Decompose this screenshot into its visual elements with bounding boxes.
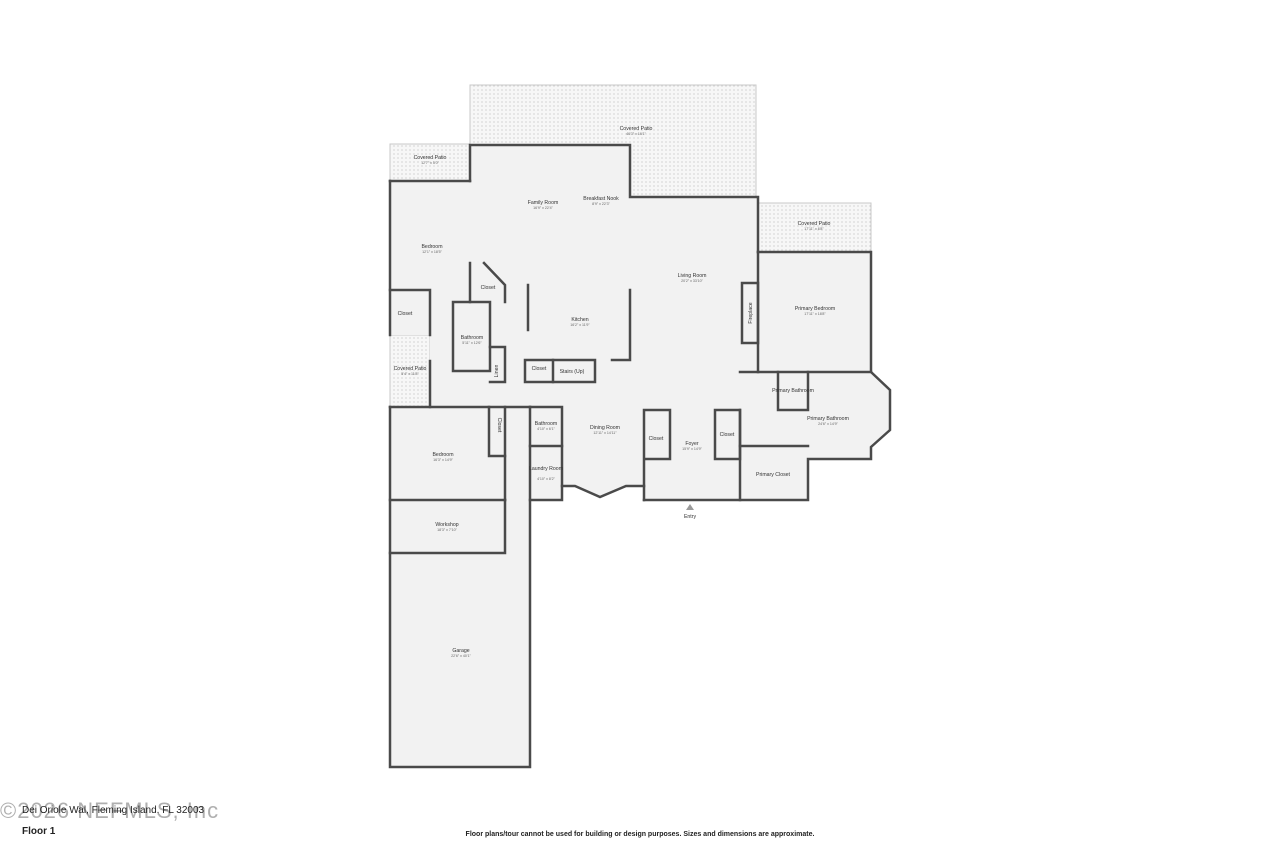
dining-room-dims: 12'11" x 14'11" [593, 431, 617, 435]
covered-patio-left-label: Covered Patio [414, 155, 447, 161]
family-room-dims: 16'9" x 22'4" [533, 206, 553, 210]
dining-room-label: Dining Room [590, 425, 620, 431]
workshop-dims: 18'3" x 7'10" [437, 528, 457, 532]
breakfast-nook-label: Breakfast Nook [583, 196, 619, 202]
disclaimer: Floor plans/tour cannot be used for buil… [465, 831, 815, 838]
garage-label: Garage [452, 648, 469, 654]
covered-patio-left [389, 143, 471, 182]
watermark: ©2026 NEFMLS, Inc [0, 798, 220, 823]
laundry-label: Laundry Room [529, 466, 563, 472]
stairs-label: Stairs (Up) [560, 369, 585, 375]
closet-1-label: Closet [481, 285, 496, 291]
covered-patio-right [757, 202, 872, 253]
room-fills [390, 145, 890, 767]
living-room-label: Living Room [678, 273, 707, 279]
entry-arrow-icon [686, 504, 694, 510]
covered-patio-top-label: Covered Patio [620, 126, 653, 132]
linen-label: Linen [494, 365, 500, 378]
primary-bathroom-label: Primary Bathroom [807, 416, 849, 422]
closet-5-label: Closet [649, 436, 664, 442]
entry-label: Entry [684, 514, 697, 520]
primary-bathroom-small-label: Primary Bathroom [772, 388, 814, 394]
kitchen-dims: 16'2" x 11'9" [570, 323, 590, 327]
closet-2-label: Closet [398, 311, 413, 317]
bedroom-2-dims: 16'3" x 14'9" [433, 458, 453, 462]
covered-patio-left-dims: 12'7" x 5'0" [421, 161, 439, 165]
room-labels: Covered Patio 46'3" x 16'1" Covered Pati… [394, 126, 849, 658]
floor-label: Floor 1 [22, 826, 56, 837]
bedroom-2-label: Bedroom [432, 452, 453, 458]
living-room-dims: 20'2" x 33'10" [681, 279, 703, 283]
covered-patio-top-dims: 46'3" x 16'1" [626, 132, 646, 136]
bedroom-1-dims: 12'1" x 18'5" [422, 250, 442, 254]
bathroom-1-dims: 5'11" x 12'6" [462, 341, 482, 345]
primary-bedroom-dims: 17'11" x 18'8" [804, 312, 826, 316]
laundry-dims: 4'10" x 8'2" [537, 477, 555, 481]
covered-patio-right-dims: 17'11" x 6'8" [804, 227, 824, 231]
bedroom-1-label: Bedroom [421, 244, 442, 250]
primary-bathroom-dims: 24'6" x 14'9" [818, 422, 838, 426]
foyer-label: Foyer [685, 441, 699, 447]
fireplace-label: Fireplace [748, 302, 754, 323]
bathroom-1-label: Bathroom [461, 335, 484, 341]
breakfast-nook-dims: 8'9" x 22'3" [592, 202, 610, 206]
primary-bedroom-label: Primary Bedroom [795, 306, 835, 312]
covered-patio-mid-dims: 5'4" x 11'8" [401, 372, 419, 376]
closet-4-label: Closet [496, 418, 502, 433]
foyer-dims: 15'9" x 14'9" [682, 447, 702, 451]
closet-3-label: Closet [532, 366, 547, 372]
bathroom-2-dims: 4'10" x 6'1" [537, 427, 555, 431]
primary-closet-label: Primary Closet [756, 472, 791, 478]
bathroom-2-label: Bathroom [535, 421, 558, 427]
kitchen-label: Kitchen [571, 317, 588, 323]
property-address: Dei Oriole Wal, Fleming Island, FL 32003 [22, 805, 205, 816]
workshop-label: Workshop [435, 522, 458, 528]
covered-patio-right-label: Covered Patio [798, 221, 831, 227]
covered-patio-mid-label: Covered Patio [394, 366, 427, 372]
closet-6-label: Closet [720, 432, 735, 438]
garage-dims: 22'6" x 40'1" [451, 654, 471, 658]
family-room-label: Family Room [528, 200, 559, 206]
walls [388, 143, 892, 769]
